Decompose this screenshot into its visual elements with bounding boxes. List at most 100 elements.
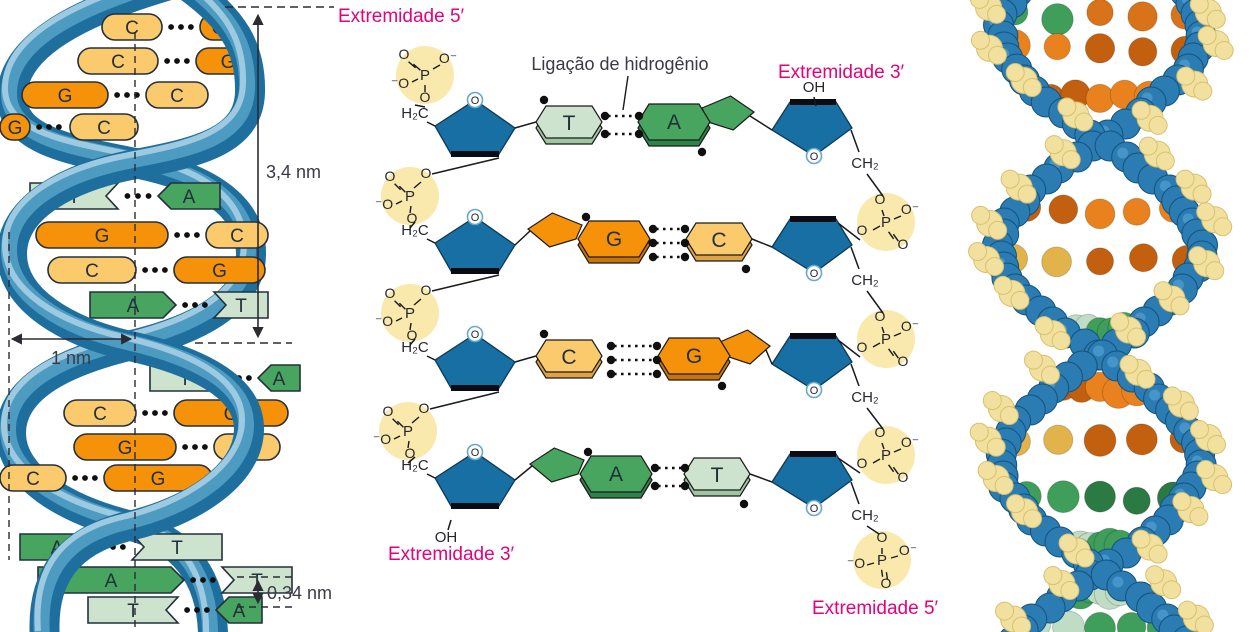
phosphate-group: POO⁻OO	[375, 282, 439, 343]
deoxyribose-sugar: O	[434, 325, 516, 391]
hydrogen-bond-pointer	[622, 75, 629, 111]
chem-label: O	[881, 575, 892, 591]
deoxyribose-sugar: O	[434, 208, 516, 274]
base-A: A	[637, 95, 755, 147]
helix-base-letter: A	[105, 571, 118, 592]
ring-oxygen: O	[471, 329, 480, 341]
ring-oxygen: O	[810, 151, 819, 163]
helix-base-letter: A	[127, 296, 140, 317]
base-C: C	[535, 339, 603, 379]
measure-0-34-nm: 0,34 nm	[237, 576, 332, 608]
helix-base-letter: C	[85, 261, 99, 282]
helix-base-letter: G	[151, 469, 166, 490]
chem-label: O	[383, 403, 394, 419]
chem-label: O	[407, 327, 418, 343]
chem-label: O	[421, 282, 432, 298]
base-letter: T	[711, 464, 724, 487]
helix-base-letter: A	[183, 187, 196, 208]
helix-strand-front	[0, 0, 266, 632]
helix-base-letter: G	[118, 438, 133, 459]
phosphorus: P	[403, 423, 413, 440]
helix-base-letter: C	[111, 52, 125, 73]
chem-label: O	[399, 46, 410, 62]
deoxyribose-sugar: O	[434, 443, 516, 509]
base-letter: A	[667, 111, 681, 134]
measure-0-34-label: 0,34 nm	[267, 583, 332, 603]
chem-label: O⁻	[901, 318, 919, 334]
end-label-3prime-bottom: Extremidade 3′	[388, 544, 515, 565]
helix-base-letter: A	[273, 369, 286, 390]
helix-base-letter: A	[233, 601, 246, 622]
ring-oxygen: O	[810, 385, 819, 397]
base-letter: A	[609, 463, 623, 486]
chem-label: O	[407, 210, 418, 226]
phosphorus: P	[881, 214, 891, 231]
chem-label: O	[877, 529, 888, 545]
base-T: T	[683, 457, 751, 497]
chem-label: O	[875, 308, 886, 324]
h2c-label: H₂C	[401, 457, 429, 474]
base-letter: G	[686, 345, 702, 368]
base-letter: T	[563, 112, 576, 135]
ring-oxygen: O	[471, 447, 480, 459]
base-G: G	[657, 329, 771, 381]
base-letter: G	[606, 228, 622, 251]
phosphate-group: POO⁻OO	[375, 165, 439, 226]
helix-base-letter: T	[171, 538, 183, 559]
end-label-5prime-bottom: Extremidade 5′	[812, 598, 939, 619]
phosphorus: P	[405, 188, 415, 205]
measure-3-4-label: 3,4 nm	[266, 162, 321, 182]
phosphate-group: POO⁻OO	[857, 191, 920, 252]
measure-1-label: 1 nm	[51, 348, 91, 368]
chem-label: O	[405, 445, 416, 461]
ch2-label: CH₂	[851, 155, 879, 172]
chem-label: ⁻O	[391, 75, 409, 91]
base-C: C	[685, 222, 753, 262]
h2c-label: H₂C	[401, 339, 429, 356]
helix-base-letter: C	[125, 18, 139, 39]
h2c-label: H₂C	[401, 105, 429, 122]
deoxyribose-sugar: O	[771, 99, 853, 165]
ring-oxygen: O	[810, 503, 819, 515]
end-label-3prime-top: Extremidade 3′	[778, 62, 905, 83]
helix-base-letter: T	[235, 296, 247, 317]
measure-3-4-nm: 3,4 nm	[195, 6, 334, 344]
base-letter: C	[561, 346, 576, 369]
base-G: G	[526, 212, 651, 264]
oh-3prime-top: OH	[803, 79, 826, 96]
helix-base-letter: G	[58, 86, 73, 107]
chem-label: O	[420, 89, 431, 105]
measure-1-nm: 1 nm	[8, 32, 136, 628]
ch2-label: CH₂	[851, 507, 879, 524]
chem-label: O	[875, 424, 886, 440]
ch2-label: CH₂	[851, 389, 879, 406]
chem-label: ⁻O	[373, 431, 391, 447]
phosphorus: P	[881, 331, 891, 348]
model-phosphates	[968, 0, 1234, 632]
chem-label: O	[421, 165, 432, 181]
chem-label: O	[898, 469, 909, 485]
helix-base-letter: T	[127, 601, 139, 622]
chem-label: O	[385, 285, 396, 301]
chem-label: O	[875, 191, 886, 207]
ring-oxygen: O	[810, 268, 819, 280]
chem-label: O	[419, 400, 430, 416]
chem-label: O	[857, 222, 868, 238]
chem-label: O	[898, 236, 909, 252]
chem-label: O⁻	[901, 201, 919, 217]
deoxyribose-sugar: O	[771, 333, 853, 399]
chem-label: O⁻	[901, 434, 919, 450]
phosphorus: P	[877, 552, 887, 569]
oh-3prime-bottom: OH	[435, 529, 458, 546]
phosphate-group: POO⁻OO	[857, 424, 920, 485]
chem-label: O⁻	[899, 542, 917, 558]
ring-oxygen: O	[471, 212, 480, 224]
